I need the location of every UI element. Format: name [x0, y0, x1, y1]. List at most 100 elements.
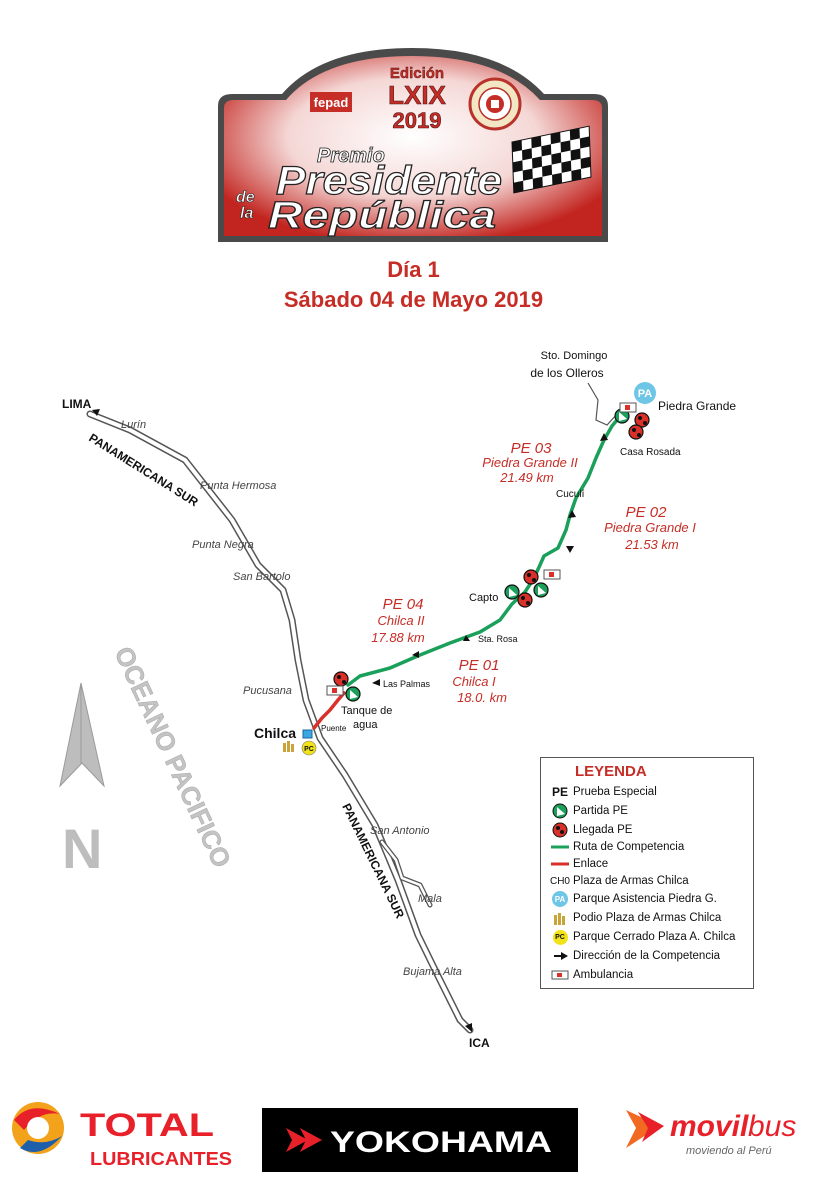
title-republica: República	[268, 195, 496, 237]
stage-pe01-name: Chilca I	[452, 674, 496, 689]
yokohama-logo: YOKOHAMA	[286, 1126, 552, 1159]
yokohama-wordmark: YOKOHAMA	[330, 1126, 552, 1159]
movilbus-bus: bus	[748, 1110, 796, 1143]
place-ica: ICA	[469, 1036, 490, 1050]
direction-arrow-icon	[412, 651, 419, 658]
movilbus-movil: movil	[670, 1110, 749, 1143]
title-premio: Premio	[317, 145, 385, 167]
place-bujama-alta: Bujama Alta	[403, 966, 462, 978]
llegada-pe-icon	[333, 671, 349, 687]
place-capto: Capto	[469, 592, 498, 604]
date-title: Sábado 04 de Mayo 2019	[283, 287, 544, 312]
ambulance-icon	[543, 569, 561, 580]
total-logo: TOTAL LUBRICANTES	[12, 1102, 232, 1169]
legend-title: LEYENDA	[575, 763, 647, 780]
legend-item-enlace: Enlace	[547, 855, 608, 873]
fepad-logo	[310, 92, 352, 112]
stage-pe03-code: PE 03	[511, 440, 553, 457]
place-sto-domingo-2: de los Olleros	[530, 366, 603, 380]
legend-item-llegada: Llegada PE	[547, 821, 632, 839]
place-casa-rosada: Casa Rosada	[620, 447, 681, 458]
partida-pe-icon	[345, 686, 361, 702]
podium-icon	[283, 741, 294, 752]
checkered-flag-icon	[511, 125, 592, 194]
total-wordmark: TOTAL	[80, 1107, 214, 1143]
legend-item-ambulancia: Ambulancia	[547, 966, 633, 984]
stage-pe02-code: PE 02	[626, 504, 668, 521]
legend-label: Plaza de Armas Chilca	[573, 875, 689, 887]
legend-label: Partida PE	[573, 805, 628, 817]
place-lima: LIMA	[62, 397, 92, 411]
stage-pe04-code: PE 04	[383, 596, 424, 613]
stage-pe02-name: Piedra Grande I	[604, 520, 696, 535]
edition-year: 2019	[393, 108, 442, 133]
plaza-armas-chilca-icon	[302, 729, 313, 739]
legend-label: Dirección de la Competencia	[573, 950, 721, 962]
movilbus-arrow-icon	[626, 1110, 664, 1148]
legend-panel: LEYENDA PE Prueba Especial Partida PE Ll…	[540, 757, 754, 989]
direction-arrow-icon	[566, 546, 574, 553]
place-sto-domingo-1: Sto. Domingo	[541, 350, 608, 362]
place-lurin: Lurín	[121, 419, 146, 431]
place-punta-negra: Punta Negra	[192, 539, 254, 551]
link-line-icon	[551, 862, 569, 866]
legend-item-ruta: Ruta de Competencia	[547, 838, 684, 856]
total-swirl-icon	[12, 1102, 64, 1154]
legend-item-parque-cerrado: PC Parque Cerrado Plaza A. Chilca	[547, 928, 735, 946]
stage-pe01-km: 18.0. km	[457, 690, 507, 705]
place-punta-hermosa: Punta Hermosa	[200, 480, 276, 492]
legend-symbol-ch0: CH0	[549, 875, 570, 887]
place-chilca: Chilca	[254, 725, 296, 741]
enlace-link-road	[312, 691, 346, 730]
road-sto-domingo	[587, 382, 619, 426]
llegada-pe-icon	[628, 424, 644, 440]
legend-label: Ruta de Competencia	[573, 841, 685, 853]
rally-route-map: N OCEANO PACIFICO PA	[59, 350, 736, 1050]
direction-arrow-icon	[465, 1023, 472, 1032]
direction-arrow-icon	[600, 433, 608, 441]
place-tanque-1: Tanque de	[341, 705, 392, 717]
north-label: N	[62, 817, 102, 880]
movilbus-tagline: moviendo al Perú	[686, 1145, 772, 1157]
place-sta-rosa: Sta. Rosa	[478, 634, 518, 644]
ocean-label: OCEANO PACIFICO	[109, 642, 238, 872]
pc-badge-text: PC	[304, 746, 314, 753]
legend-label: Parque Asistencia Piedra G.	[573, 893, 717, 905]
legend-item-prueba-especial: PE Prueba Especial	[547, 783, 657, 801]
highway-label-north: PANAMERICANA SUR	[86, 431, 201, 510]
place-san-bartolo: San Bartolo	[233, 571, 290, 583]
stage-pe02-km: 21.53 km	[624, 537, 679, 552]
llegada-pe-icon	[634, 412, 650, 428]
north-arrow-icon	[59, 682, 105, 788]
club-seal-icon	[468, 77, 522, 131]
direction-arrow-icon	[554, 952, 568, 960]
yokohama-emblem-icon	[286, 1128, 322, 1152]
legend-label: Prueba Especial	[573, 786, 657, 798]
edition-roman: LXIX	[388, 80, 446, 110]
title-de: de	[236, 189, 255, 206]
route-line-icon	[551, 845, 569, 849]
place-tanque-2: agua	[353, 719, 378, 731]
stage-pe03-km: 21.49 km	[499, 470, 554, 485]
llegada-pe-icon	[517, 592, 533, 608]
direction-arrow-icon	[372, 679, 380, 686]
ambulance-icon	[551, 970, 569, 980]
competition-route	[346, 412, 624, 687]
stage-pe04-km: 17.88 km	[371, 630, 425, 645]
stage-pe03-name: Piedra Grande II	[482, 455, 578, 470]
podium-icon	[554, 913, 565, 925]
legend-symbol-pe: PE	[551, 785, 568, 799]
legend-label: Llegada PE	[573, 824, 633, 836]
place-pucusana: Pucusana	[243, 685, 292, 697]
pa-badge-text: PA	[638, 388, 653, 400]
direction-arrow-icon	[463, 635, 470, 641]
place-mala: Mala	[418, 893, 442, 905]
sponsor-yokohama: YOKOHAMA	[262, 1108, 578, 1172]
parque-cerrado-icon	[301, 740, 317, 756]
legend-label: Parque Cerrado Plaza A. Chilca	[573, 931, 736, 943]
legend-item-direccion: Dirección de la Competencia	[547, 947, 720, 965]
direction-arrow-icon	[92, 409, 100, 416]
ambulance-icon	[326, 685, 344, 696]
place-piedra-grande: Piedra Grande	[658, 399, 736, 413]
place-las-palmas: Las Palmas	[383, 679, 431, 689]
